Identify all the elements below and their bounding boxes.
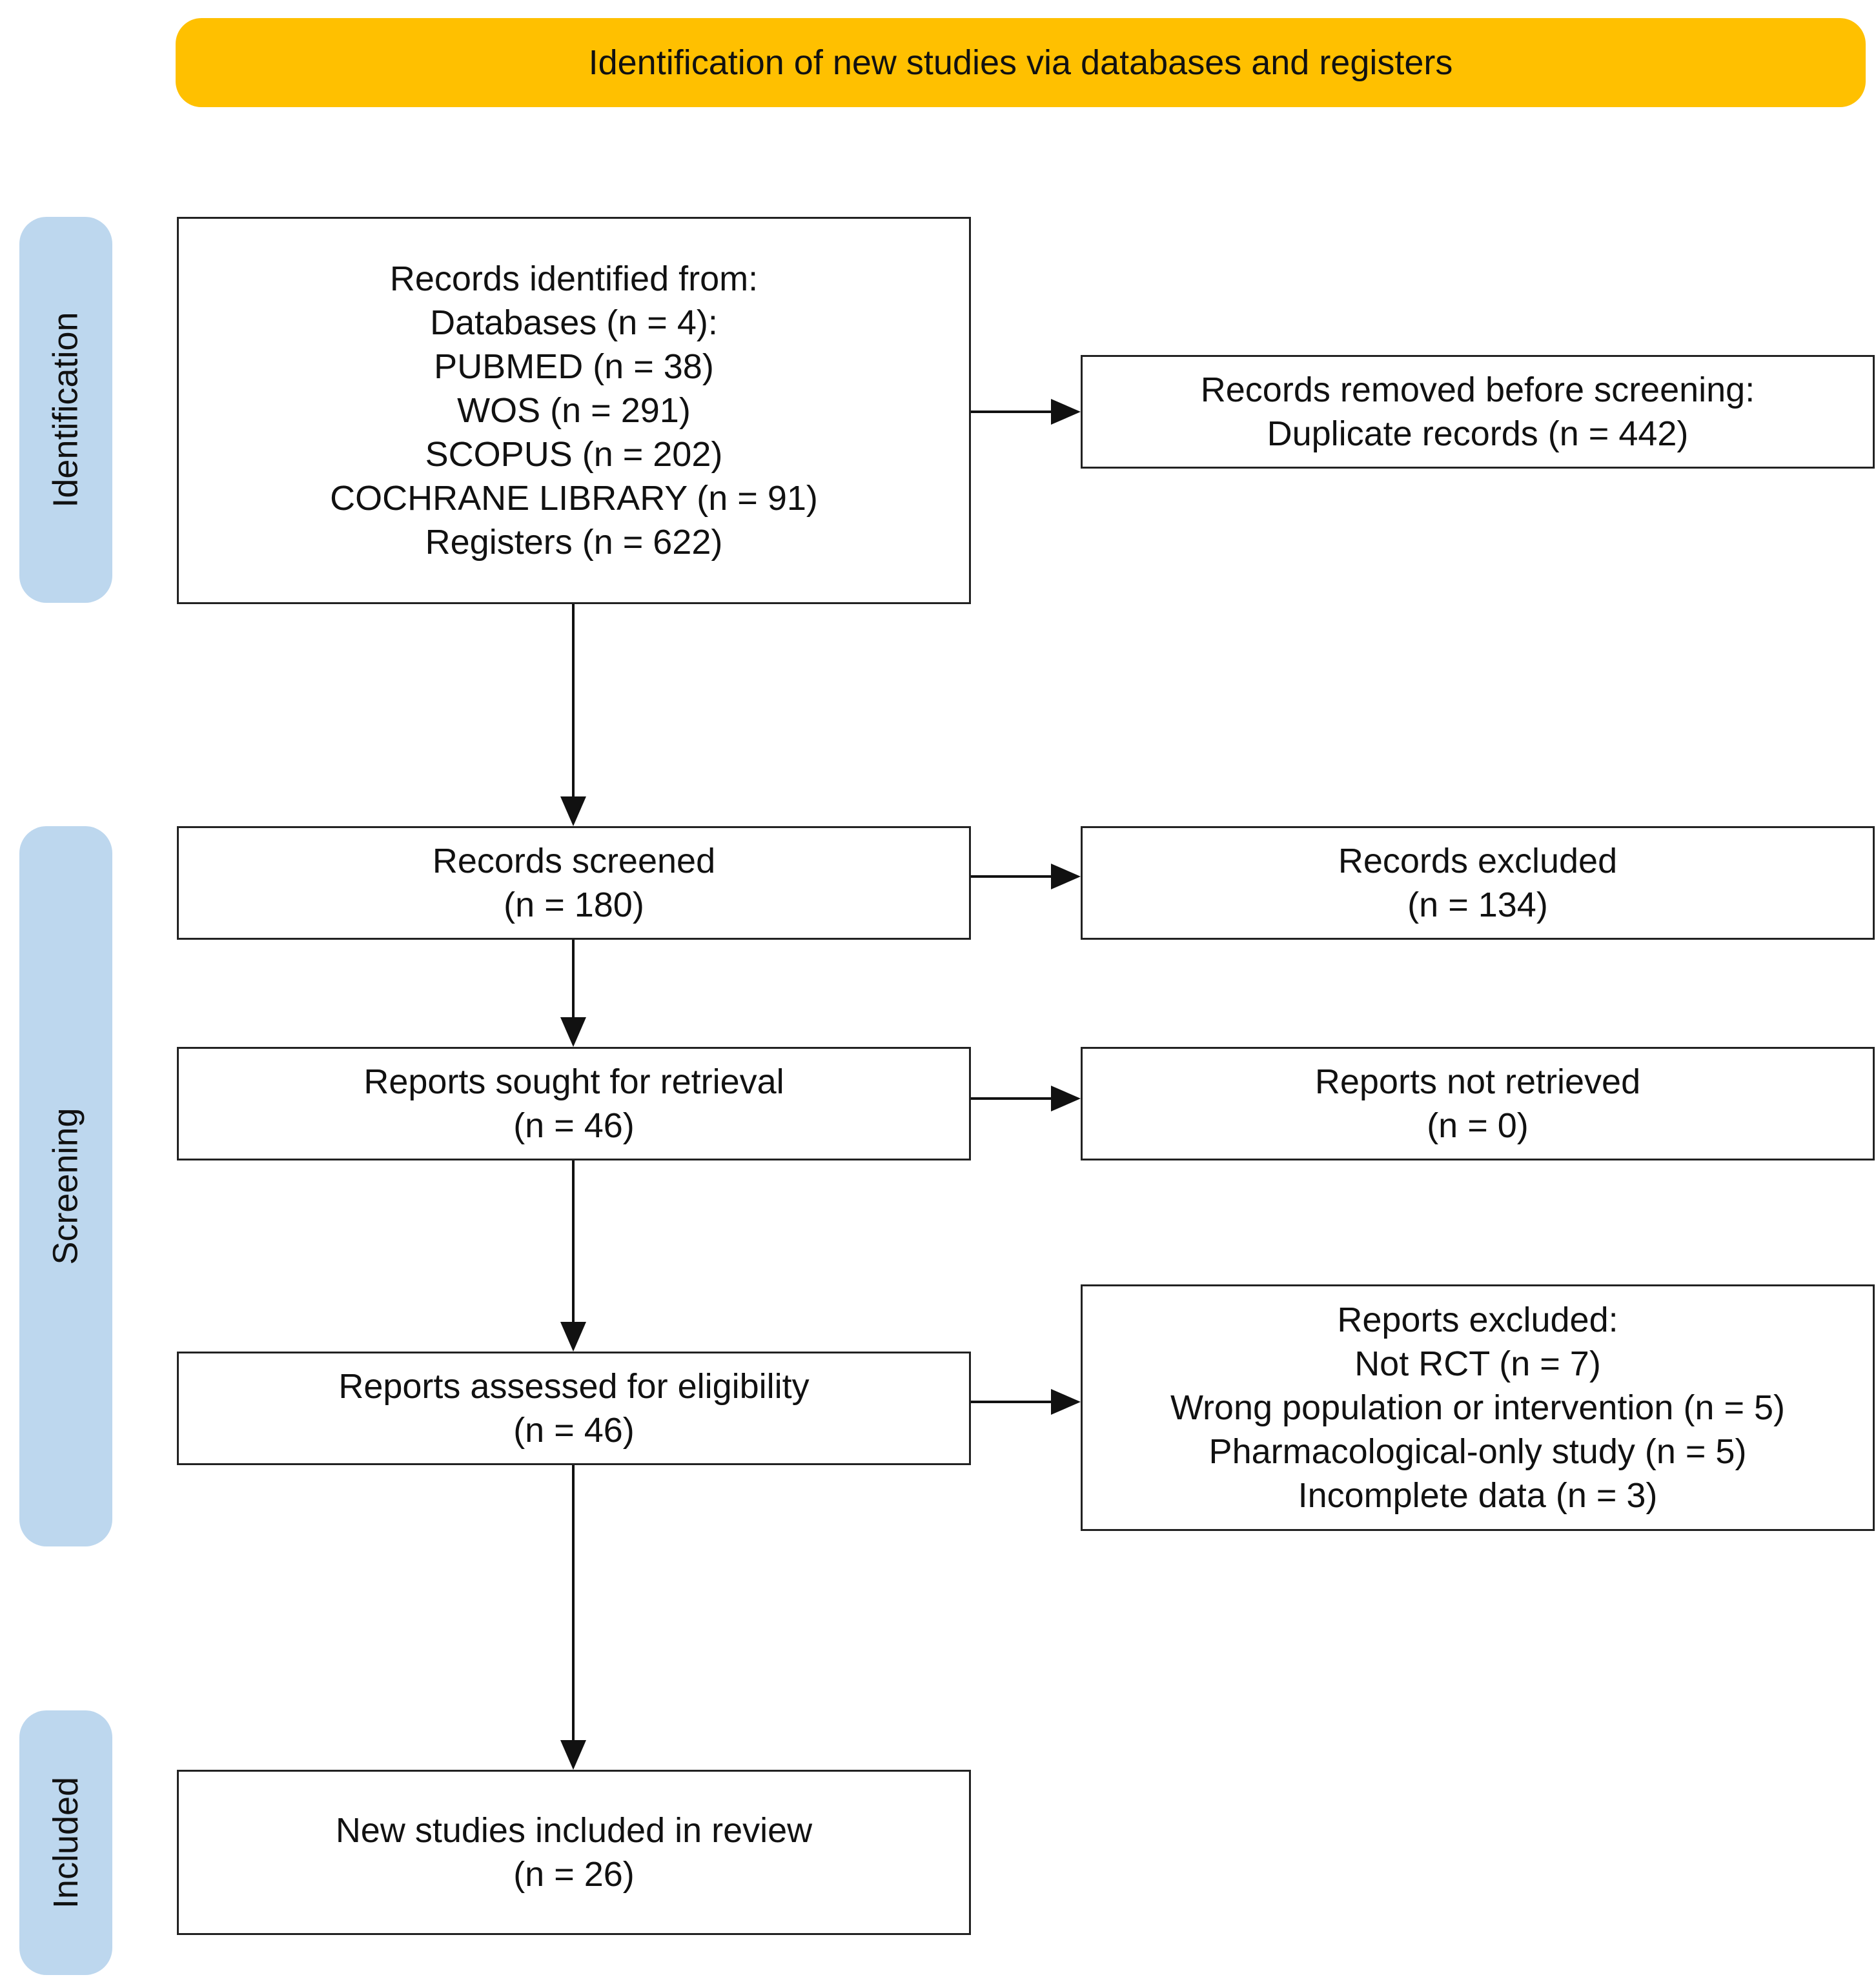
- records-identified-box: Records identified from: Databases (n = 4…: [177, 217, 971, 604]
- box-text-line: COCHRANE LIBRARY (n = 91): [330, 479, 818, 518]
- box-text-line: Records identified from:: [389, 259, 759, 298]
- box-text-line: PUBMED (n = 38): [434, 347, 714, 386]
- phase-included-label: Included: [46, 1776, 86, 1909]
- reports-assessed-box: Reports assessed for eligibility (n = 46): [177, 1352, 971, 1465]
- box-text-line: Records screened: [432, 842, 716, 880]
- phase-screening: Screening: [19, 826, 112, 1546]
- arrow-sought-to-assessed-head: [560, 1322, 586, 1352]
- box-text-line: (n = 0): [1427, 1106, 1529, 1145]
- box-text-line: (n = 134): [1407, 886, 1548, 924]
- box-text-line: Not RCT (n = 7): [1354, 1344, 1601, 1383]
- records-screened-box: Records screened (n = 180): [177, 826, 971, 940]
- box-text-line: SCOPUS (n = 202): [425, 435, 723, 474]
- box-text-line: New studies included in review: [335, 1811, 813, 1850]
- box-text-line: Reports excluded:: [1337, 1301, 1618, 1339]
- phase-identification: Identification: [19, 217, 112, 603]
- box-text-line: (n = 26): [513, 1855, 635, 1894]
- arrow-identified-to-removed-head: [1051, 399, 1081, 425]
- reports-sought-box: Reports sought for retrieval (n = 46): [177, 1047, 971, 1160]
- records-excluded-box: Records excluded (n = 134): [1081, 826, 1875, 940]
- reports-excluded-box: Reports excluded: Not RCT (n = 7) Wrong po…: [1081, 1284, 1875, 1531]
- arrow-assessed-to-excluded-head: [1051, 1389, 1081, 1415]
- header-title: Identification of new studies via databa…: [588, 43, 1453, 82]
- box-text-line: Records excluded: [1338, 842, 1618, 880]
- header-banner: Identification of new studies via databa…: [176, 18, 1866, 107]
- reports-not-retrieved-box: Reports not retrieved (n = 0): [1081, 1047, 1875, 1160]
- records-removed-box: Records removed before screening: Duplica…: [1081, 355, 1875, 469]
- box-text-line: Databases (n = 4):: [430, 303, 718, 342]
- box-text-line: Records removed before screening:: [1200, 370, 1755, 409]
- box-text-line: Reports assessed for eligibility: [338, 1367, 810, 1406]
- box-text-line: Incomplete data (n = 3): [1298, 1476, 1658, 1515]
- arrow-assessed-to-included-head: [560, 1740, 586, 1770]
- phase-included: Included: [19, 1710, 112, 1975]
- studies-included-box: New studies included in review (n = 26): [177, 1770, 971, 1935]
- box-text-line: Reports not retrieved: [1314, 1062, 1641, 1101]
- arrow-screened-to-sought-head: [560, 1017, 586, 1047]
- box-text-line: (n = 46): [513, 1411, 635, 1450]
- box-text-line: Registers (n = 622): [425, 523, 723, 562]
- arrow-identified-to-screened-head: [560, 796, 586, 826]
- box-text-line: WOS (n = 291): [457, 391, 691, 430]
- box-text-line: Duplicate records (n = 442): [1267, 414, 1689, 453]
- phase-screening-label: Screening: [46, 1108, 86, 1265]
- box-text-line: Reports sought for retrieval: [363, 1062, 784, 1101]
- box-text-line: (n = 180): [504, 886, 644, 924]
- arrow-screened-to-excluded-head: [1051, 864, 1081, 889]
- box-text-line: (n = 46): [513, 1106, 635, 1145]
- box-text-line: Pharmacological-only study (n = 5): [1208, 1432, 1747, 1471]
- box-text-line: Wrong population or intervention (n = 5): [1170, 1388, 1786, 1427]
- phase-identification-label: Identification: [46, 312, 86, 508]
- arrow-sought-to-not-retrieved-head: [1051, 1086, 1081, 1111]
